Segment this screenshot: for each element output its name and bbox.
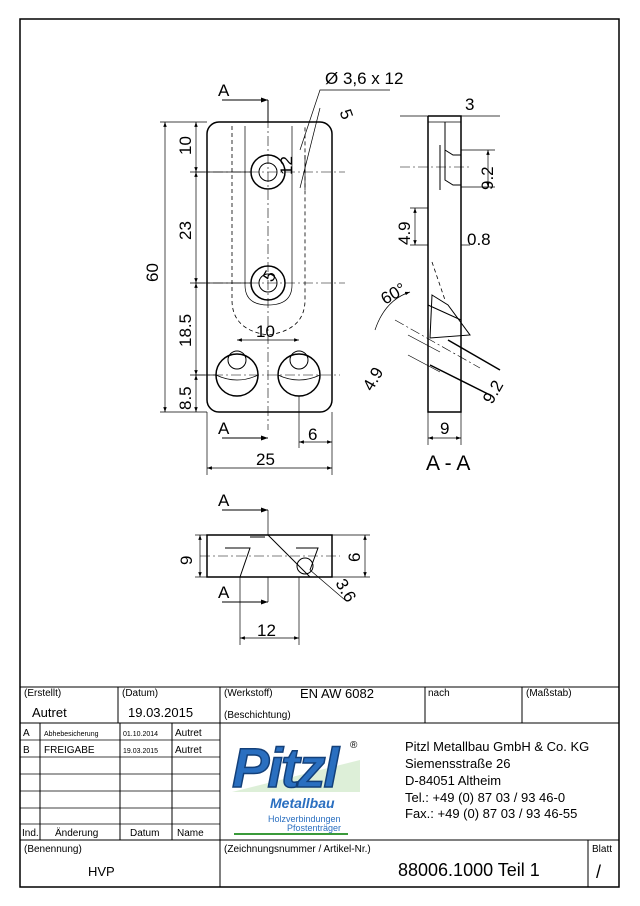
top-view [195, 507, 370, 645]
top-section-marker-bottom: A [218, 583, 230, 602]
sheet-label: Blatt [592, 844, 612, 855]
dim-12: 12 [277, 156, 296, 175]
hidden-slot [231, 126, 306, 336]
bottom-hole-right-cone [277, 374, 321, 381]
dim-5-chamfer: 5 [336, 107, 357, 122]
section-marker-top: A [218, 81, 230, 100]
top-section-marker-top: A [218, 491, 230, 510]
drawing-no-label: (Zeichnungsnummer / Artikel-Nr.) [224, 844, 371, 855]
date-label: (Datum) [122, 688, 158, 699]
logo-registered: ® [350, 740, 358, 751]
bottom-hole-right-inner [289, 350, 309, 370]
sec-dim-3: 3 [465, 95, 474, 114]
sec-dim-4-9-top: 4.9 [395, 221, 414, 245]
company-street: Siemensstraße 26 [405, 756, 511, 771]
dim-23: 23 [176, 221, 195, 240]
name-value: HVP [88, 864, 115, 879]
material-value: EN AW 6082 [300, 686, 374, 701]
company-city: D-84051 Altheim [405, 773, 501, 788]
drawing-no-value: 88006.1000 Teil 1 [398, 860, 540, 880]
company-tel: Tel.: +49 (0) 87 03 / 93 46-0 [405, 790, 565, 805]
rev-a-change: Abhebesicherung [44, 731, 99, 738]
rev-header-name: Name [177, 828, 204, 839]
rev-b-date: 19.03.2015 [123, 748, 158, 755]
material-label: (Werkstoff) [224, 688, 273, 699]
company-logo: Pitzl ® Metallbau Holzverbindungen Pfost… [231, 735, 360, 835]
dim-6: 6 [308, 425, 317, 444]
sheet-value: / [596, 862, 601, 882]
dim-10-bottom: 10 [256, 322, 275, 341]
created-label: (Erstellt) [24, 688, 61, 699]
company-fax: Fax.: +49 (0) 87 03 / 93 46-55 [405, 806, 577, 821]
name-label: (Benennung) [24, 844, 82, 855]
rev-header-date: Datum [130, 828, 159, 839]
created-value: Autret [32, 705, 67, 720]
nach-label: nach [428, 688, 450, 699]
rev-a-ind: A [23, 728, 30, 739]
dim-60: 60 [143, 263, 162, 282]
logo-sub3: Pfostenträger [287, 823, 341, 833]
hole-spec-label: Ø 3,6 x 12 [325, 69, 403, 88]
date-value: 19.03.2015 [128, 705, 193, 720]
company-name: Pitzl Metallbau GmbH & Co. KG [405, 739, 589, 754]
section-title: A - A [426, 452, 470, 475]
rev-header-ind: Ind. [22, 828, 39, 839]
title-block [20, 686, 619, 887]
sec-dim-angle: 60° [378, 279, 410, 308]
top-dim-12: 12 [257, 621, 276, 640]
rev-b-ind: B [23, 745, 30, 756]
coating-label: (Beschichtung) [224, 710, 291, 721]
dim-10-top: 10 [176, 136, 195, 155]
section-marker-bottom: A [218, 419, 230, 438]
bottom-hole-left-cone [215, 374, 259, 381]
rev-a-name: Autret [175, 728, 202, 739]
logo-sub2: Holzverbindungen [268, 814, 341, 824]
sec-dim-9-2-top: 9.2 [478, 166, 497, 190]
rev-a-date: 01.10.2014 [123, 731, 158, 738]
top-dim-9: 9 [177, 556, 196, 565]
dim-8-5: 8.5 [176, 386, 195, 410]
sec-dim-9-2-bottom: 9.2 [479, 377, 507, 407]
dim-18-5: 18.5 [176, 314, 195, 347]
logo-brand: Pitzl [232, 736, 341, 799]
rev-header-change: Änderung [55, 827, 98, 839]
top-dim-6: 6 [345, 553, 364, 562]
sheet-border [19, 18, 620, 888]
scale-label: (Maßstab) [526, 688, 572, 699]
sec-dim-9: 9 [440, 419, 449, 438]
front-outline [206, 121, 333, 413]
front-view [160, 89, 390, 475]
dim-25: 25 [256, 450, 275, 469]
sec-dim-0-8: 0.8 [467, 230, 491, 249]
rev-b-name: Autret [175, 745, 202, 756]
sec-dim-4-9-bottom: 4.9 [359, 364, 387, 394]
logo-sub1: Metallbau [270, 795, 335, 811]
section-view [374, 115, 501, 445]
rev-b-change: FREIGABE [44, 745, 95, 756]
top-dim-3-6: 3.6 [332, 576, 360, 606]
bottom-hole-left-inner [227, 350, 247, 370]
